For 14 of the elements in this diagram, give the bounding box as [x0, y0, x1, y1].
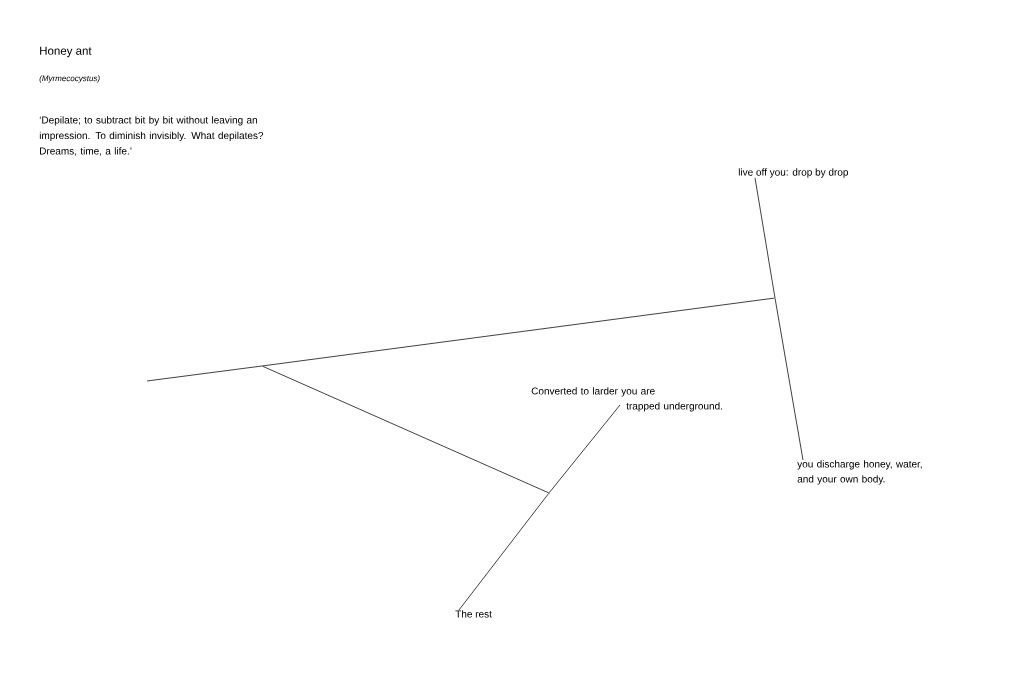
subtitle: (Myrmecocystus)	[39, 75, 100, 83]
branch-line	[754, 177, 776, 298]
branch-label: live off you: drop by drop	[738, 168, 848, 178]
branch-line	[458, 493, 549, 611]
branch-label: you discharge honey, water, and your own body.	[797, 460, 922, 485]
branch-label: The rest	[455, 610, 492, 618]
branch-line	[549, 404, 621, 493]
branch-line	[262, 365, 549, 494]
title: Honey ant	[40, 46, 92, 58]
branch-line	[262, 297, 775, 367]
branch-label: Converted to larder you are trapped underground.	[531, 387, 722, 412]
branch-line	[774, 298, 804, 461]
quote-text: ‘Depilate; to subtract bit by bit without leaving an impression. To diminish invisibly. What depilates? Dreams, time, a life.’	[39, 116, 264, 156]
branch-line	[146, 365, 262, 382]
